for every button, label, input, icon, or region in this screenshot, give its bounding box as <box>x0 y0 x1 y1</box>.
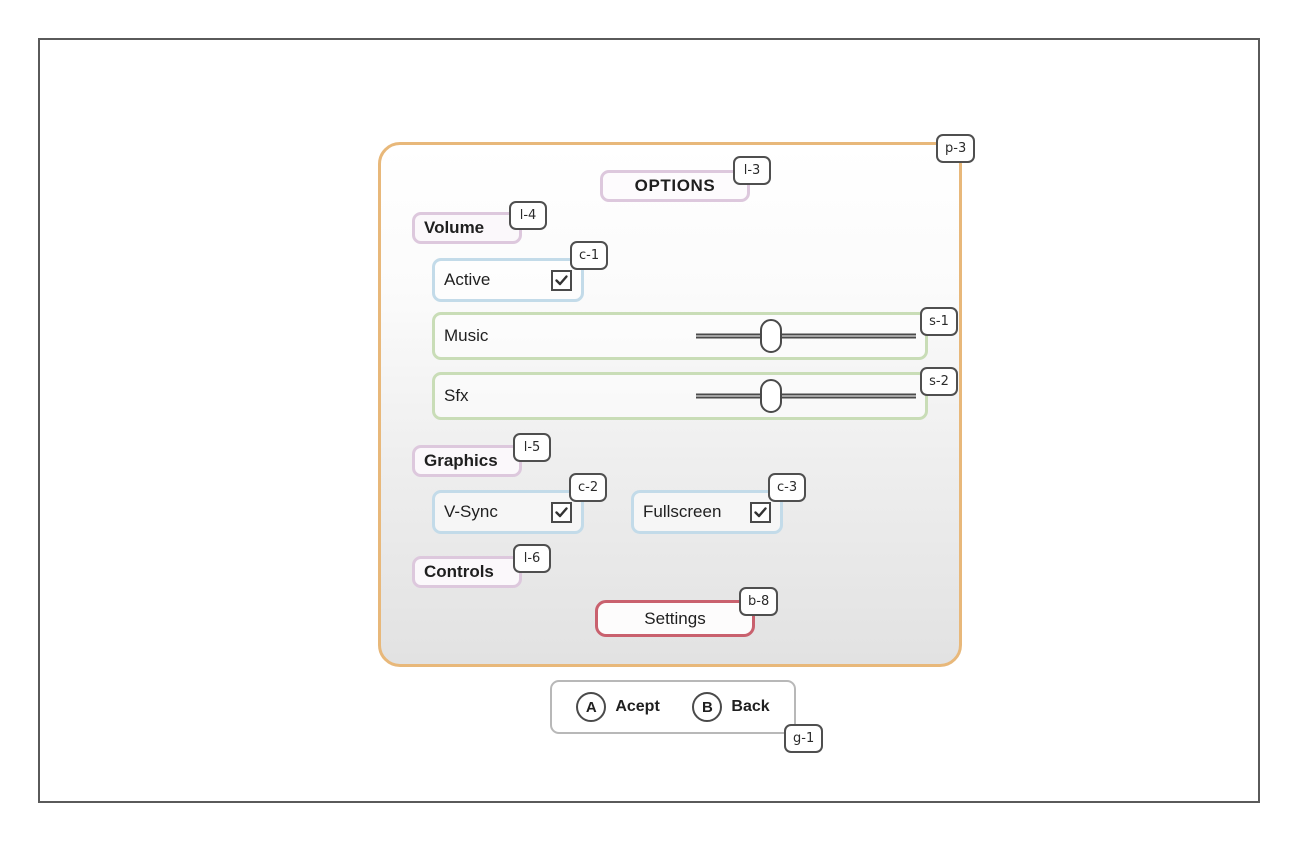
gamepad-hint-back[interactable]: B Back <box>692 692 770 722</box>
slider-track-sfx <box>696 393 916 399</box>
check-icon <box>555 274 568 285</box>
checkbox-fullscreen[interactable] <box>750 501 771 523</box>
gamepad-hint-accept-label: Acept <box>615 698 660 715</box>
slider-sfx[interactable] <box>696 376 916 416</box>
slider-track-music <box>696 333 916 339</box>
checkbox-label-fullscreen: Fullscreen <box>643 502 722 521</box>
button-a-icon: A <box>576 692 607 722</box>
options-title: OPTIONS <box>600 170 750 202</box>
annotation-tag-c-1: c-1 <box>570 241 609 270</box>
options-title-text: OPTIONS <box>634 176 716 195</box>
slider-label-sfx: Sfx <box>444 386 469 405</box>
annotation-tag-b-8: b-8 <box>739 587 779 616</box>
annotation-tag-l-4: l-4 <box>509 201 547 230</box>
section-heading-volume-label: Volume <box>424 218 485 237</box>
settings-button-label: Settings <box>644 608 706 628</box>
checkbox-vsync[interactable] <box>551 501 572 523</box>
check-icon <box>555 506 568 517</box>
section-heading-controls: Controls <box>412 556 522 588</box>
gamepad-hint-bar: A Acept B Back <box>550 680 796 734</box>
annotation-tag-l-5: l-5 <box>513 433 551 462</box>
checkbox-active[interactable] <box>551 269 572 291</box>
checkbox-row-fullscreen[interactable]: Fullscreen <box>631 490 783 534</box>
slider-row-music[interactable]: Music <box>432 312 928 360</box>
annotation-tag-g-1: g-1 <box>784 724 824 753</box>
annotation-tag-l-6: l-6 <box>513 544 551 573</box>
settings-button[interactable]: Settings <box>595 600 755 637</box>
gamepad-hint-accept[interactable]: A Acept <box>576 692 660 722</box>
slider-knob-music[interactable] <box>759 319 782 353</box>
gamepad-hint-back-label: Back <box>731 698 770 715</box>
annotation-tag-c-2: c-2 <box>569 473 608 502</box>
checkbox-row-active[interactable]: Active <box>432 258 584 302</box>
checkbox-label-vsync: V-Sync <box>444 502 498 521</box>
annotation-tag-l-3: l-3 <box>733 156 771 185</box>
section-heading-volume: Volume <box>412 212 522 244</box>
annotation-tag-s-2: s-2 <box>920 367 958 396</box>
section-heading-graphics: Graphics <box>412 445 522 477</box>
slider-knob-sfx[interactable] <box>759 379 782 413</box>
button-b-icon: B <box>692 692 723 722</box>
annotation-tag-s-1: s-1 <box>920 307 958 336</box>
section-heading-graphics-label: Graphics <box>424 451 498 470</box>
slider-label-music: Music <box>444 326 489 345</box>
checkbox-row-vsync[interactable]: V-Sync <box>432 490 584 534</box>
checkbox-label-active: Active <box>444 270 491 289</box>
section-heading-controls-label: Controls <box>424 562 494 581</box>
slider-music[interactable] <box>696 316 916 356</box>
annotation-tag-p-3: p-3 <box>936 134 976 163</box>
slider-row-sfx[interactable]: Sfx <box>432 372 928 420</box>
annotation-tag-c-3: c-3 <box>768 473 807 502</box>
check-icon <box>754 506 767 517</box>
